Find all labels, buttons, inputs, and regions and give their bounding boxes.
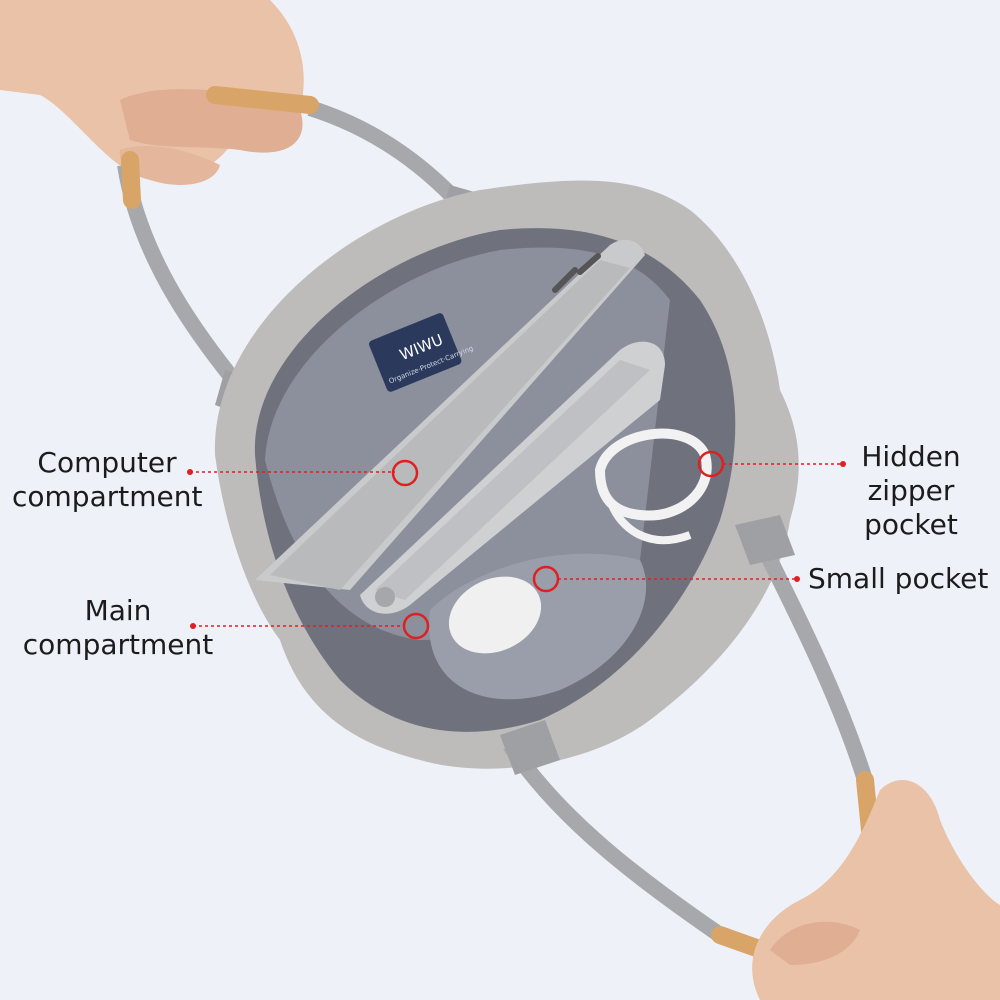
connector-computer (187, 459, 419, 487)
label-main-compartment: Main compartment (18, 594, 218, 662)
marker-ring-icon (391, 459, 419, 487)
mouse (448, 576, 542, 654)
label-main-line2: compartment (22, 628, 214, 661)
marker-ring-icon (402, 612, 430, 640)
charging-cable (594, 428, 712, 544)
connector-main (190, 612, 430, 640)
hand-bottom-right (752, 780, 1000, 1000)
tablet (360, 341, 665, 614)
annotation-connectors (187, 450, 846, 640)
label-hidden-line2: zipper pocket (864, 474, 958, 541)
connector-small (532, 565, 800, 593)
label-computer-compartment: Computer compartment (12, 446, 202, 514)
label-hidden-zipper-pocket: Hidden zipper pocket (822, 440, 1000, 542)
label-small-text: Small pocket (808, 562, 989, 595)
label-computer-line2: compartment (12, 480, 203, 513)
label-hidden-line1: Hidden (861, 440, 961, 473)
label-computer-line1: Computer (37, 446, 177, 479)
laptop (255, 239, 645, 590)
connector-hidden (697, 450, 846, 478)
label-small-pocket: Small pocket (808, 562, 988, 596)
label-main-line1: Main (84, 594, 152, 627)
